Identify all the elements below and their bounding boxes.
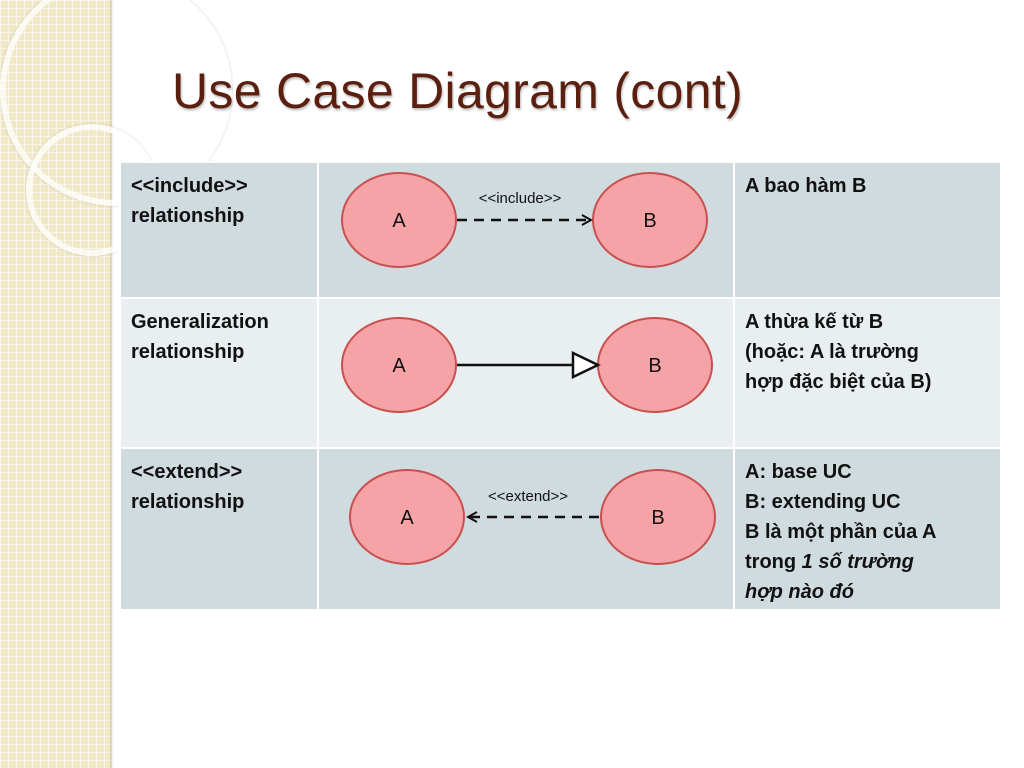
relationship-name-line1: Generalization	[131, 311, 269, 333]
extend-diagram: A B <<extend>>	[349, 469, 716, 565]
usecase-b-ellipse	[600, 469, 716, 565]
extend-stereotype-label: <<extend>>	[488, 488, 568, 505]
slide-title: Use Case Diagram (cont)	[172, 63, 743, 119]
relationship-name-line1: <<extend>>	[131, 461, 243, 483]
extend-diagram-cell: A B <<extend>>	[317, 447, 735, 611]
relationship-name-cell: Generalization relationship	[119, 297, 319, 449]
description-line-mixed: trong 1 số trường	[745, 547, 990, 577]
description-italic-text: 1 số trường	[801, 551, 914, 573]
description-line: A thừa kế từ B	[745, 311, 884, 333]
usecase-a-ellipse	[341, 172, 457, 268]
relationship-name-cell: <<include>> relationship	[119, 161, 319, 299]
usecase-a-label: A	[392, 355, 406, 377]
include-diagram-cell: A B <<include>>	[317, 161, 735, 299]
usecase-a-label: A	[400, 507, 414, 529]
table-row-include: <<include>> relationship A B <<include>>	[119, 161, 1002, 299]
description-line: B: extending UC	[745, 491, 901, 513]
description-text: trong	[745, 551, 802, 573]
relationship-name-cell: <<extend>> relationship	[119, 447, 319, 611]
relationship-name-line2: relationship	[131, 205, 245, 227]
include-diagram: A B <<include>>	[341, 172, 708, 268]
relationship-description-cell: A thừa kế từ B (hoặc: A là trường hợp đặ…	[733, 297, 1002, 449]
generalization-triangle-head	[571, 351, 601, 379]
usecase-a-ellipse	[349, 469, 465, 565]
strip-edge	[110, 0, 114, 768]
description-line: A: base UC	[745, 461, 852, 483]
usecase-b-label: B	[643, 210, 656, 232]
relationship-table: <<include>> relationship A B <<include>>	[119, 161, 1002, 611]
generalization-diagram: A B	[341, 317, 713, 413]
usecase-a-label: A	[392, 210, 406, 232]
description-line: (hoặc: A là trường	[745, 341, 919, 363]
description-line: A bao hàm B	[745, 175, 867, 197]
usecase-b-ellipse	[592, 172, 708, 268]
description-line: hợp đặc biệt của B)	[745, 371, 932, 393]
description-line: B là một phần của A	[745, 521, 937, 543]
relationship-description-cell: A bao hàm B	[733, 161, 1002, 299]
include-stereotype-label: <<include>>	[479, 190, 562, 207]
usecase-b-label: B	[648, 355, 661, 377]
relationship-name-line2: relationship	[131, 491, 245, 513]
usecase-a-ellipse	[341, 317, 457, 413]
table-row-generalization: Generalization relationship A B A thừa k…	[119, 297, 1002, 449]
generalization-diagram-cell: A B	[317, 297, 735, 449]
relationship-description-cell: A: base UC B: extending UC B là một phần…	[733, 447, 1002, 611]
table-row-extend: <<extend>> relationship A B <<extend>>	[119, 447, 1002, 611]
relationship-name-line1: <<include>>	[131, 175, 248, 197]
usecase-b-label: B	[651, 507, 664, 529]
description-italic-line: hợp nào đó	[745, 581, 854, 603]
relationship-name-line2: relationship	[131, 341, 245, 363]
